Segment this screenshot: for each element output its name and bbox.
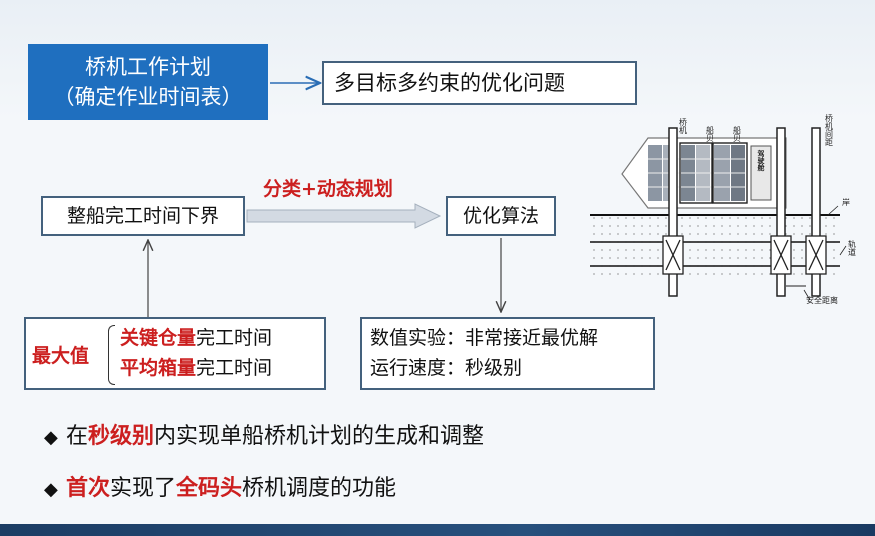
lower-bound-to-algo-arrow: [246, 203, 442, 229]
bullet-item-2: ◆ 首次实现了全码头桥机调度的功能: [44, 470, 396, 502]
lower-bound-label: 整船完工时间下界: [66, 205, 219, 227]
diamond-bullet-icon: ◆: [44, 479, 58, 500]
objective-line-1: 关键仓量完工时间: [120, 324, 272, 352]
crane-legs: [662, 235, 827, 275]
objective-line-2: 平均箱量完工时间: [120, 354, 272, 382]
bullet-2-highlight: 首次: [66, 476, 111, 501]
title-line-1: 桥机工作计划: [85, 55, 211, 79]
completion-time-text-2: 完工时间: [196, 357, 273, 379]
title-box: 桥机工作计划 （确定作业时间表）: [28, 44, 268, 120]
algorithm-box: 优化算法: [446, 196, 556, 236]
track-label: 轨道: [848, 239, 857, 257]
lower-bound-box: 整船完工时间下界: [41, 196, 245, 236]
crane-gap-label: 桥机间距: [825, 113, 834, 146]
title-line-2: （确定作业时间表）: [53, 85, 243, 109]
bullet-2-highlight-2: 全码头: [176, 476, 243, 501]
problem-label: 多目标多约束的优化问题: [334, 71, 565, 95]
bay-label-1: 船贝: [706, 125, 715, 143]
bullet-2-rest: 实现了: [110, 476, 177, 501]
bay-frame-2: [712, 142, 748, 204]
experiment-line-1: 数值实验：非常接近最优解: [370, 327, 599, 349]
crane-label: 桥机: [679, 117, 688, 135]
crane-boom-3: [811, 127, 821, 297]
cabin-label: 驾驶舱: [757, 149, 766, 172]
brace-icon: [108, 325, 115, 385]
bullet-1-highlight: 秒级别: [88, 424, 155, 449]
bay-label-2: 船贝: [733, 125, 742, 143]
bay-frame-1: [679, 142, 713, 204]
crane-boom-1: [668, 127, 678, 297]
avg-container-text: 平均箱量: [120, 357, 197, 379]
diamond-bullet-icon: ◆: [44, 427, 58, 448]
safe-distance-label: 安全距离: [806, 295, 838, 305]
cabin-block: [750, 145, 772, 201]
yard-area: [590, 216, 840, 278]
objective-box: 最大值 关键仓量完工时间 平均箱量完工时间: [24, 317, 326, 390]
bullet-2-rest-2: 桥机调度的功能: [242, 476, 397, 501]
problem-box: 多目标多约束的优化问题: [322, 61, 637, 105]
experiment-box: 数值实验：非常接近最优解 运行速度：秒级别: [360, 317, 655, 390]
bullet-1-prefix: 在: [66, 424, 89, 449]
shore-label: 岸: [842, 198, 850, 207]
crane-boom-2: [776, 127, 786, 297]
algorithm-label: 优化算法: [462, 205, 539, 227]
bottom-bar: [0, 524, 875, 536]
bullet-1-rest: 内实现单船桥机计划的生成和调整: [154, 424, 485, 449]
max-value-label: 最大值: [32, 345, 90, 367]
experiment-line-2: 运行速度：秒级别: [370, 357, 523, 379]
bullet-item-1: ◆ 在秒级别内实现单船桥机计划的生成和调整: [44, 418, 484, 450]
method-arrow-label: 分类+动态规划: [263, 178, 393, 200]
key-bay-text: 关键仓量: [120, 327, 197, 349]
completion-time-text-1: 完工时间: [196, 327, 273, 349]
